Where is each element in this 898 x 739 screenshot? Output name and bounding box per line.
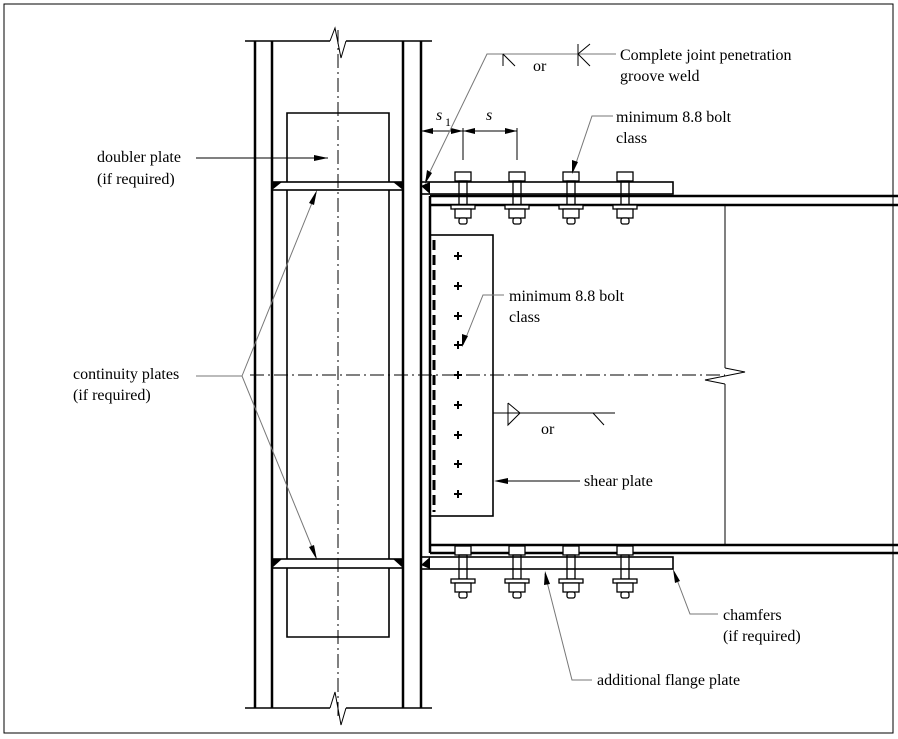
bolt-mark: [454, 401, 462, 409]
web-bolt-marks: [454, 252, 462, 498]
bolt-web-label-line1: minimum 8.8 bolt: [509, 288, 625, 305]
column: [245, 26, 725, 726]
bolt-mark: [454, 490, 462, 498]
weld-label-line2: groove weld: [620, 68, 700, 85]
weld-or-web: or: [541, 421, 555, 438]
doubler-plates: [286, 112, 390, 638]
bolt-web-label-line2: class: [509, 309, 540, 326]
drawing-frame: [3, 3, 894, 734]
bolt: [504, 171, 530, 225]
s-label: s: [486, 107, 492, 124]
weld-label-line1: Complete joint penetration: [620, 47, 792, 64]
leaders: [196, 43, 718, 681]
additional-flange-plate-label: additional flange plate: [597, 672, 740, 689]
weld-or-top: or: [533, 58, 547, 75]
bolt: [450, 545, 476, 599]
continuity-label-line2: (if required): [73, 387, 151, 404]
doubler-label-line1: doubler plate: [97, 149, 181, 166]
s1-subscript: 1: [445, 115, 451, 129]
shear-plate: [429, 234, 494, 517]
doubler-label-line2: (if required): [97, 171, 175, 188]
bolt: [612, 171, 638, 225]
bolt: [612, 545, 638, 599]
dimensions: s 1 s: [421, 107, 518, 160]
flange-bolts: [450, 171, 638, 599]
shear-plate-label: shear plate: [584, 473, 653, 490]
bolt-mark: [454, 341, 462, 349]
bolt: [450, 171, 476, 225]
bolt-top-label-line2: class: [616, 130, 647, 147]
continuity-plates: [271, 181, 404, 569]
bolt-mark: [454, 371, 462, 379]
top-additional-flange-plate: [420, 181, 674, 195]
continuity-label-line1: continuity plates: [73, 366, 179, 383]
chamfers-label-line2: (if required): [723, 628, 801, 645]
chamfers-label-line1: chamfers: [723, 607, 782, 624]
bolt-mark: [454, 312, 462, 320]
bolt-top-label-line1: minimum 8.8 bolt: [616, 109, 732, 126]
labels: Complete joint penetration groove weld o…: [73, 47, 801, 689]
bolt: [558, 545, 584, 599]
bolt-mark: [454, 431, 462, 439]
bolt: [558, 171, 584, 225]
bolt-mark: [454, 282, 462, 290]
bolt-mark: [454, 460, 462, 468]
bolt-mark: [454, 252, 462, 260]
bottom-additional-flange-plate: [420, 556, 674, 570]
bolt: [504, 545, 530, 599]
s1-label: s: [436, 107, 442, 124]
